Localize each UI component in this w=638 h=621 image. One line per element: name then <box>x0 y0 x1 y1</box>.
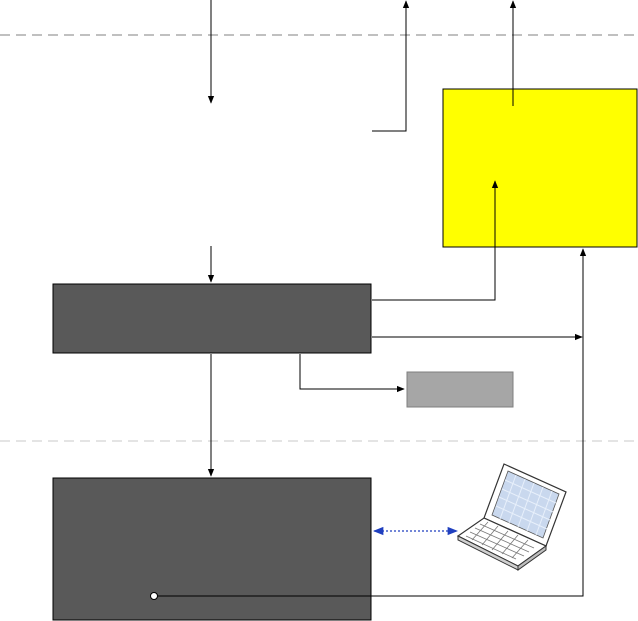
yellow-box[interactable] <box>442 88 638 248</box>
arrow-middle-to-yellow <box>372 180 499 301</box>
arrow-middle-to-small-box <box>299 354 405 393</box>
outbound-arrow-from-white-area <box>372 0 410 132</box>
middle-dark-box[interactable] <box>52 283 372 354</box>
port-circle[interactable] <box>150 592 158 600</box>
small-gray-box[interactable] <box>406 371 514 408</box>
feedback-line-to-yellow <box>158 248 587 597</box>
laptop-icon[interactable] <box>456 463 567 571</box>
bottom-dark-box[interactable] <box>52 477 372 621</box>
